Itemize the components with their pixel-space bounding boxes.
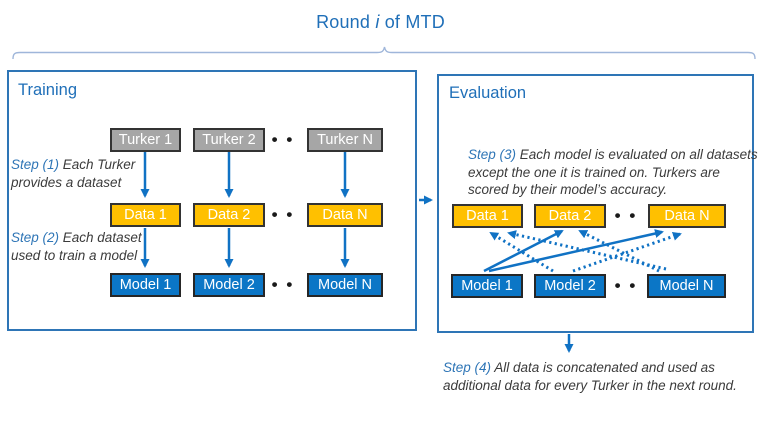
eval-model-n-box: Model N (647, 274, 726, 298)
step-2-label: Step (2) (11, 230, 60, 245)
step-2-text: Each dataset used to train a model (11, 230, 142, 263)
arrow-model1-data2 (483, 229, 564, 273)
step-1-text: Each Turker provides a dataset (11, 157, 136, 190)
training-model-1-box: Model 1 (110, 273, 181, 297)
diagram-title: Round i of MTD (0, 12, 761, 33)
turker-2-box: Turker 2 (193, 128, 265, 152)
training-panel (7, 70, 417, 331)
arrow-modelN-data2 (578, 229, 660, 273)
eval-model-2-box: Model 2 (534, 274, 606, 298)
eval-data-ellipsis-dots: • • (614, 206, 638, 225)
turker-n-box: Turker N (307, 128, 383, 152)
training-model-2-box: Model 2 (193, 273, 265, 297)
arrow-model2-data1 (489, 231, 554, 273)
training-model-n-box: Model N (307, 273, 383, 297)
step-3-text: Each model is evaluated on all datasets … (468, 147, 758, 198)
step-2-note: Step (2) Each dataset used to train a mo… (11, 229, 149, 264)
training-data-2-box: Data 2 (193, 203, 265, 227)
evaluation-panel (437, 74, 754, 333)
turker-1-box: Turker 1 (110, 128, 181, 152)
step-3-note: Step (3) Each model is evaluated on all … (468, 146, 758, 199)
turker-ellipsis-dots: • • (271, 130, 295, 149)
title-prefix: Round (316, 12, 376, 32)
step-1-note: Step (1) Each Turker provides a dataset (11, 156, 137, 191)
eval-solid-arrows (483, 229, 664, 273)
arrow-modelN-data1 (507, 230, 667, 271)
eval-model-ellipsis-dots: • • (614, 276, 638, 295)
eval-data-2-box: Data 2 (534, 204, 606, 228)
training-data-ellipsis-dots: • • (271, 205, 295, 224)
training-panel-title: Training (18, 81, 77, 99)
turker-to-data-arrows (140, 152, 350, 198)
training-data-n-box: Data N (307, 203, 383, 227)
top-brace (12, 46, 756, 60)
title-suffix: of MTD (379, 12, 445, 32)
step-4-text: All data is concatenated and used as add… (443, 360, 737, 393)
evaluation-panel-title: Evaluation (449, 84, 527, 102)
arrow-model2-dataN (572, 232, 682, 273)
step-4-note: Step (4) All data is concatenated and us… (443, 359, 755, 394)
training-model-ellipsis-dots: • • (271, 275, 295, 294)
eval-data-n-box: Data N (648, 204, 726, 228)
training-data-1-box: Data 1 (110, 203, 181, 227)
step-4-label: Step (4) (443, 360, 492, 375)
data-to-model-arrows (140, 228, 350, 268)
eval-data-1-box: Data 1 (452, 204, 523, 228)
step-3-label: Step (3) (468, 147, 517, 162)
eval-dotted-arrows (489, 229, 682, 273)
step-1-label: Step (1) (11, 157, 60, 172)
title-round-variable: i (375, 12, 380, 32)
eval-model-1-box: Model 1 (451, 274, 523, 298)
arrow-model1-dataN (488, 229, 664, 273)
